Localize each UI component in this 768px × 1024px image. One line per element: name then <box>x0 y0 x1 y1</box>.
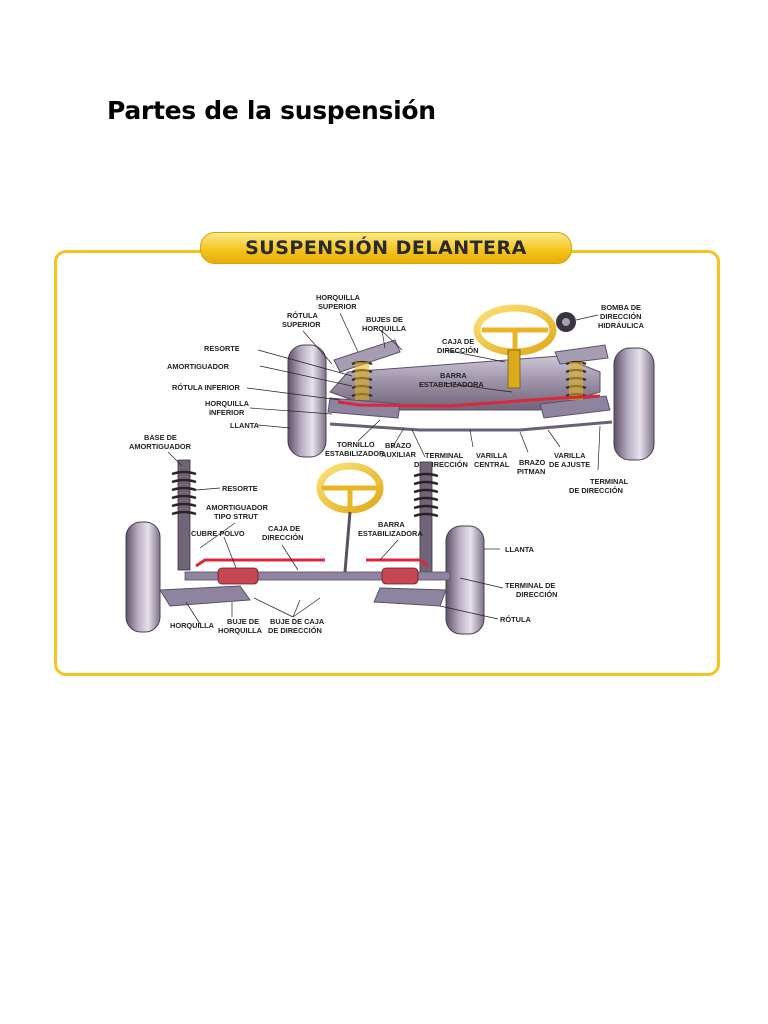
steering-linkage <box>330 422 612 430</box>
right-tire <box>614 348 654 460</box>
label-rotula-bottom: RÓTULA <box>500 615 531 624</box>
label-amortiguador-top: AMORTIGUADOR <box>167 362 230 371</box>
label-resorte-top: RESORTE <box>204 344 240 353</box>
rack-boot-right <box>382 568 418 584</box>
label-resorte-bottom: RESORTE <box>222 484 258 493</box>
left-strut <box>178 460 190 570</box>
right-tire-bottom <box>446 526 484 634</box>
label-horquilla-bottom: HORQUILLA <box>170 621 215 630</box>
label-llanta-bottom: LLANTA <box>505 545 535 554</box>
right-strut <box>420 462 432 574</box>
lower-arm-right-bottom <box>374 588 446 606</box>
label-rotula-inferior: RÓTULA INFERIOR <box>172 383 241 392</box>
label-llanta-top: LLANTA <box>230 421 260 430</box>
steering-column <box>345 512 350 572</box>
rack-boot-left <box>218 568 258 584</box>
left-tire <box>288 345 326 457</box>
lower-arm-left-bottom <box>160 586 250 606</box>
upper-control-arm-right <box>555 345 608 364</box>
stabilizer-bar-bottom <box>196 560 428 566</box>
label-cubre-polvo: CUBRE POLVO <box>191 529 245 538</box>
bottom-suspension-assembly <box>126 460 484 634</box>
left-tire-bottom <box>126 522 160 632</box>
